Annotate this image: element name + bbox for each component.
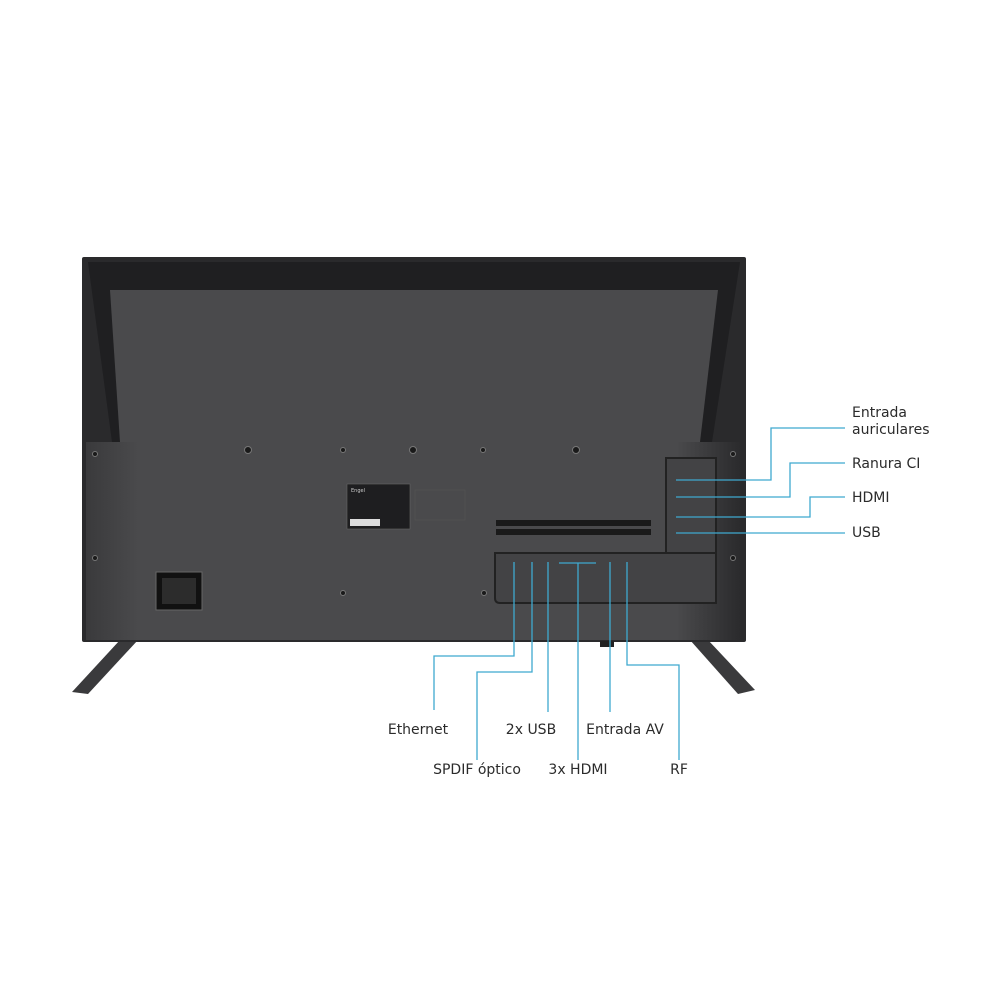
- callout-usb: USB: [852, 525, 881, 541]
- callout-3x-hdmi: 3x HDMI: [548, 762, 607, 778]
- callout-ethernet: Ethernet: [388, 722, 449, 738]
- right-stand: [690, 640, 755, 694]
- brand-label: Engel: [351, 488, 365, 494]
- callout-headphone-line2: auriculares: [852, 422, 930, 438]
- callout-spdif: SPDIF óptico: [433, 762, 521, 778]
- screws: [92, 446, 736, 596]
- callout-lines-bottom: [433, 562, 680, 760]
- callout-headphone-line1: Entrada: [852, 405, 907, 421]
- callout-ci-slot: Ranura CI: [852, 456, 920, 472]
- callout-rf: RF: [670, 762, 688, 778]
- callout-2x-usb: 2x USB: [506, 722, 556, 738]
- callout-hdmi: HDMI: [852, 490, 890, 506]
- left-stand: [72, 640, 138, 694]
- callout-av-input: Entrada AV: [586, 722, 664, 738]
- vent-grille: [496, 520, 651, 535]
- callout-lines-right: [676, 427, 845, 534]
- bottom-port-panel: [494, 552, 717, 604]
